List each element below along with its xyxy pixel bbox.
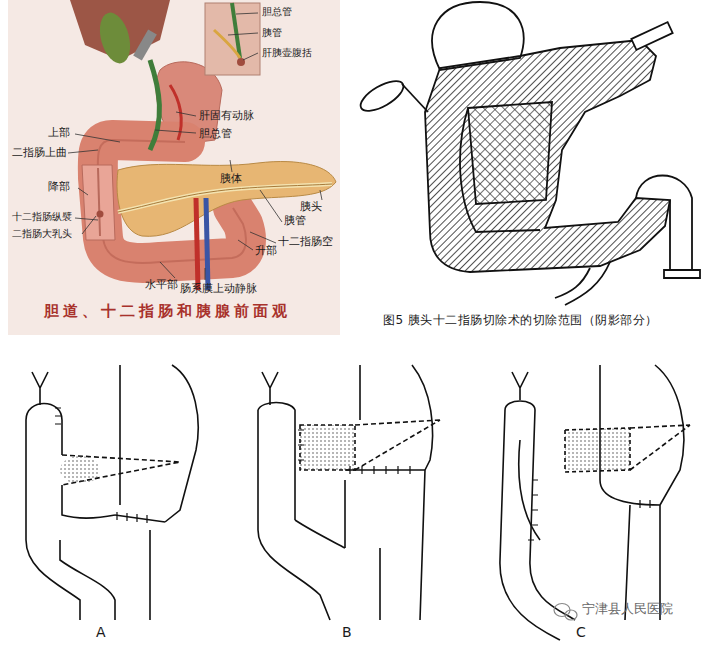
part-label: 胰管 — [262, 27, 282, 39]
part-label: 水平部 — [145, 278, 178, 290]
part-label: 二指肠上曲 — [12, 146, 67, 158]
part-label: 胆总管 — [262, 6, 292, 18]
figure-caption: 胆道、十二指肠和胰腺前面观 — [44, 303, 291, 320]
part-label: 降部 — [48, 180, 70, 192]
sketch-letter: C — [576, 624, 586, 640]
part-label: 肝固有动脉 — [199, 109, 254, 121]
part-label: 十二指肠纵襞 — [12, 211, 72, 223]
part-label: 胰管 — [284, 214, 306, 226]
anatomy-plate — [8, 0, 340, 335]
part-label: 肝胰壶腹括 — [262, 47, 312, 59]
sketch-b — [258, 365, 440, 620]
sketch-letter: B — [342, 624, 352, 640]
part-label: 升部 — [255, 244, 277, 256]
part-label: 胆总管 — [199, 127, 232, 139]
resection-drawing — [356, 2, 700, 305]
part-label: 胰头 — [300, 200, 322, 212]
part-label: 肠系膜上动静脉 — [180, 282, 257, 294]
part-label: 上部 — [48, 126, 70, 138]
sketch-letter: A — [96, 624, 106, 640]
watermark: 宁津县人民医院 — [582, 602, 673, 617]
part-label: 二指肠大乳头 — [12, 228, 72, 240]
sketch-c — [500, 365, 690, 640]
part-label: 十二指肠空 — [278, 235, 333, 247]
figure-caption: 图5 胰头十二指肠切除术的切除范围（阴影部分） — [383, 314, 658, 328]
watermark-icon — [554, 604, 577, 621]
sketch-a — [26, 365, 198, 620]
part-label: 胰体 — [220, 172, 242, 184]
